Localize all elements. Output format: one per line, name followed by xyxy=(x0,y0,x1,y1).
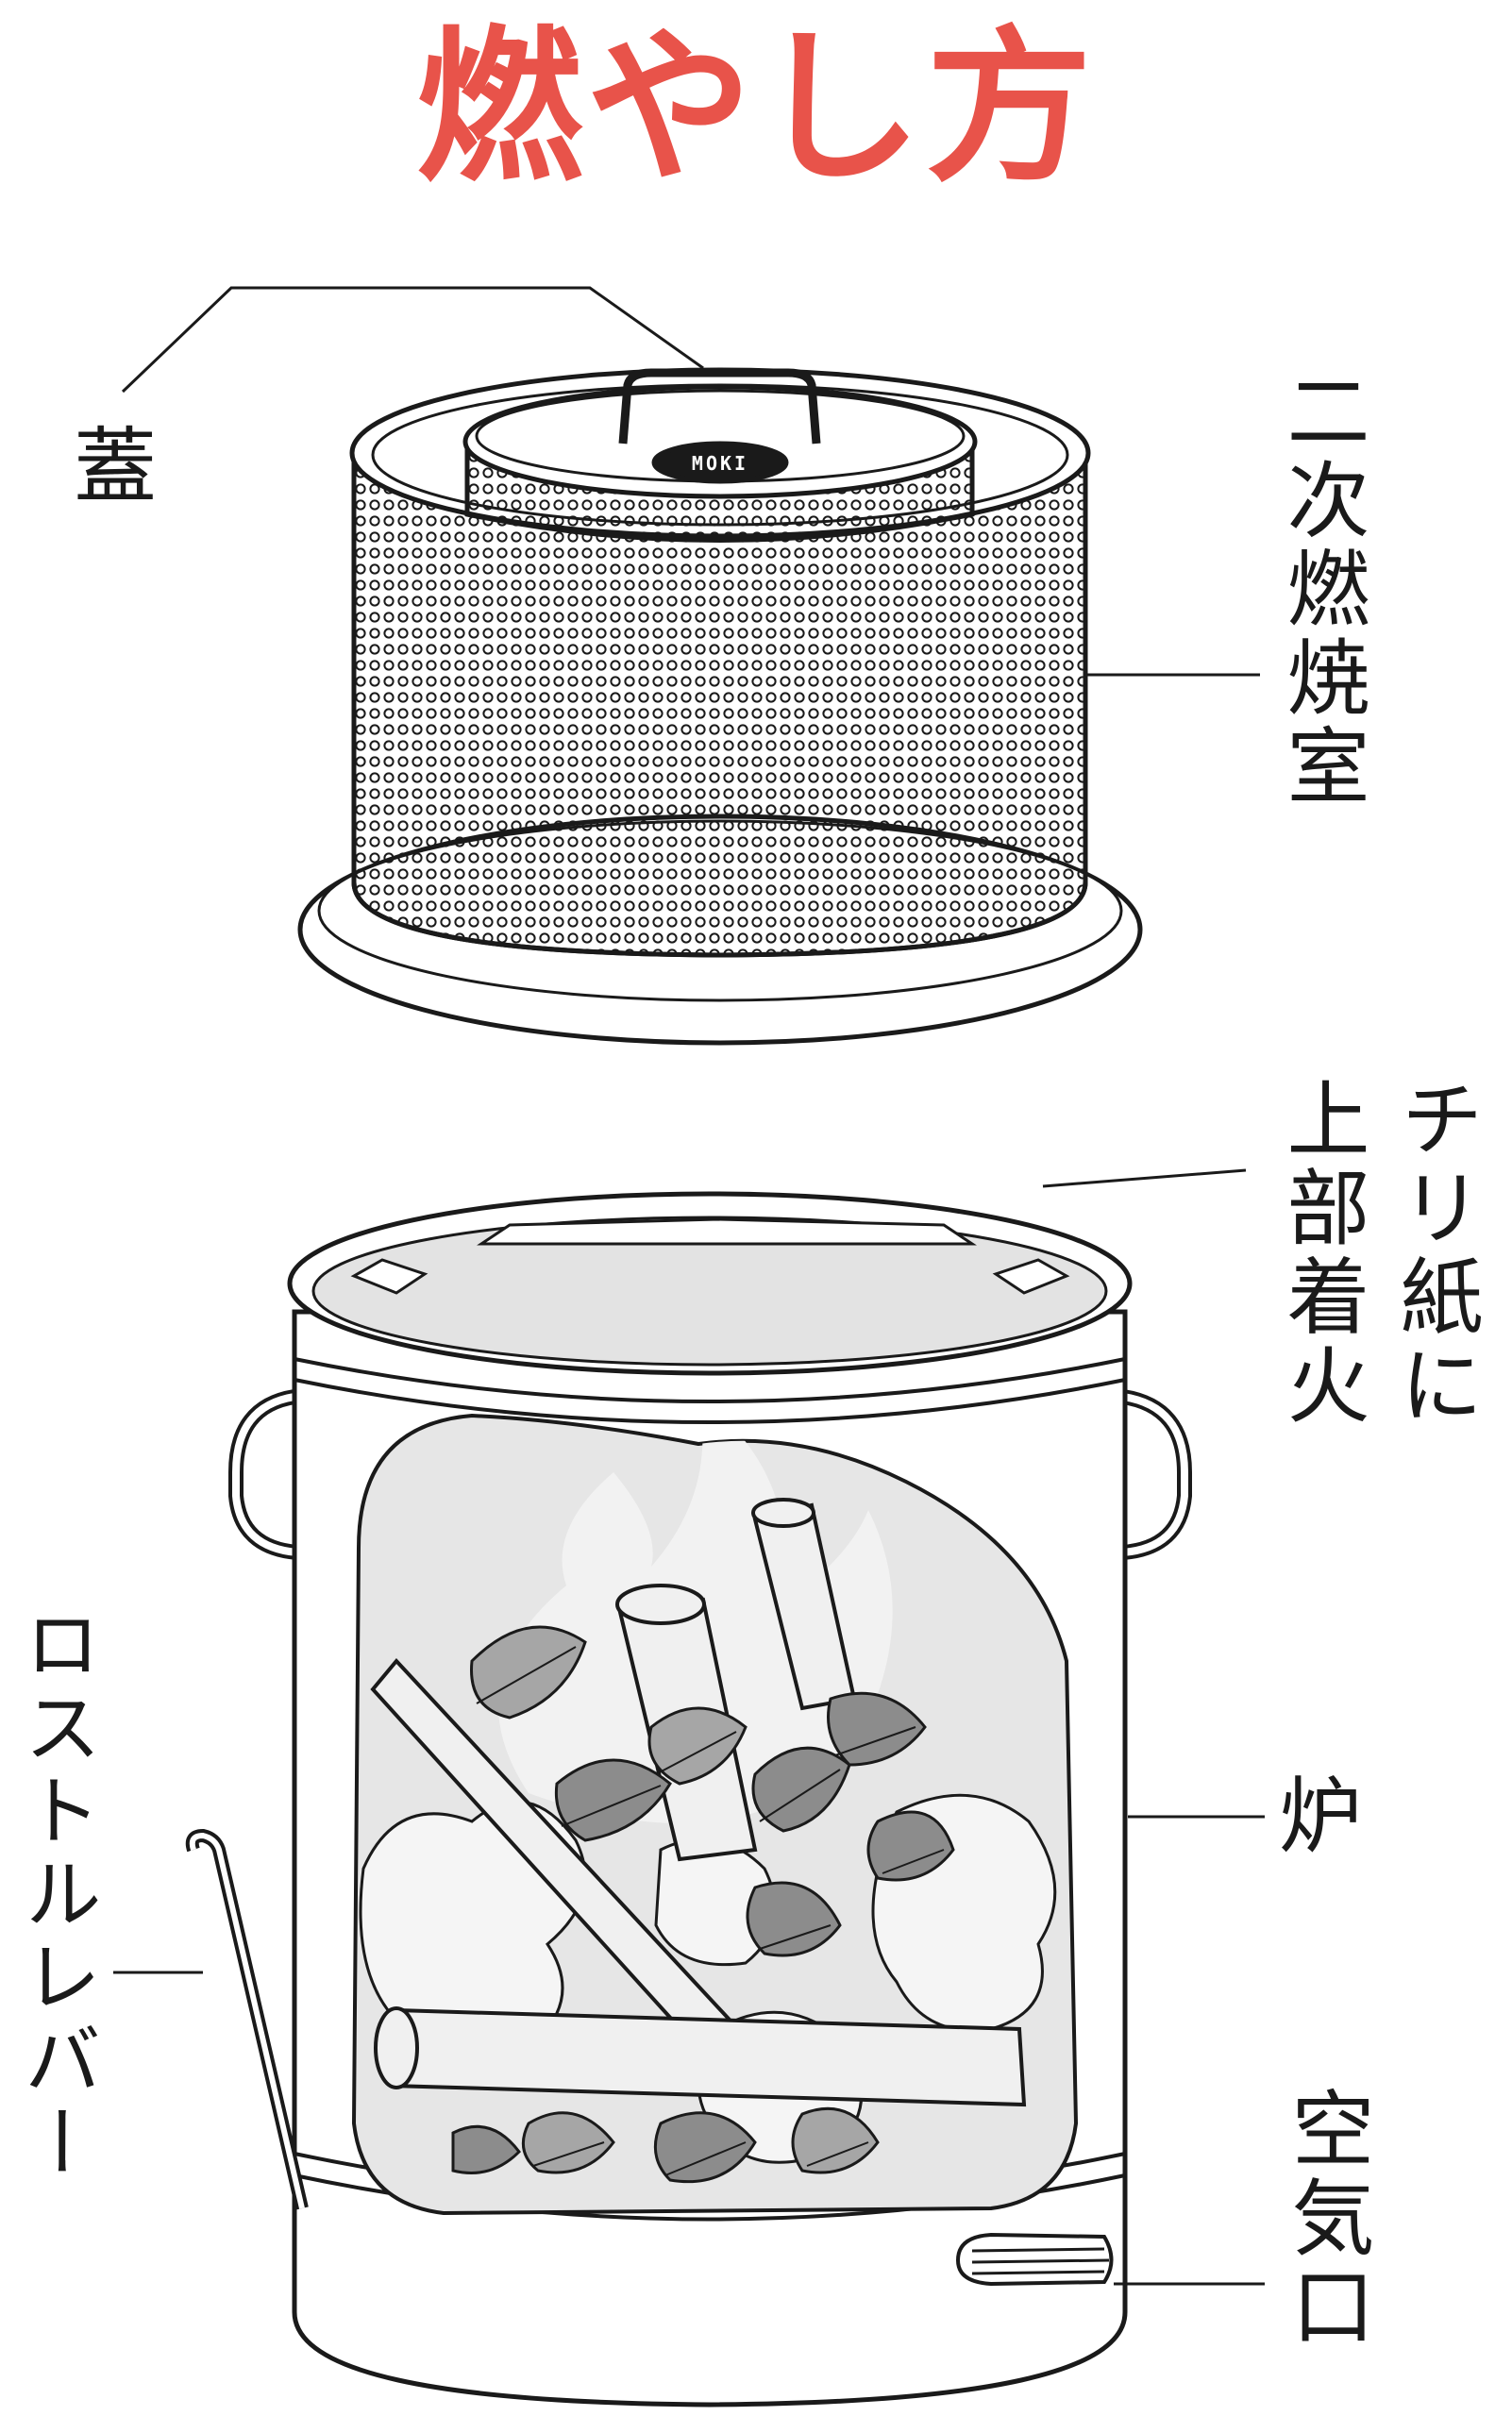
air-inlet-grille xyxy=(958,2235,1112,2284)
label-lid: 蓋 xyxy=(74,420,157,514)
grate-lever xyxy=(193,1836,302,2208)
label-secondary-chamber: 二次燃焼室 xyxy=(1274,368,1369,812)
leader-paper-ignite xyxy=(1043,1170,1246,1186)
label-paper-ignite-line2: 上部着火 xyxy=(1274,1076,1369,1431)
brand-plate-text: MOKI xyxy=(692,452,748,475)
label-air-inlet: 空気口 xyxy=(1279,2086,1373,2352)
secondary-chamber-group xyxy=(123,288,1260,1043)
label-furnace: 炉 xyxy=(1279,1770,1362,1864)
label-grate-lever: ロストルレバー xyxy=(8,1604,102,2186)
label-paper-ignite-line1: チリ紙に xyxy=(1387,1076,1482,1431)
furnace-group xyxy=(113,1170,1265,2405)
